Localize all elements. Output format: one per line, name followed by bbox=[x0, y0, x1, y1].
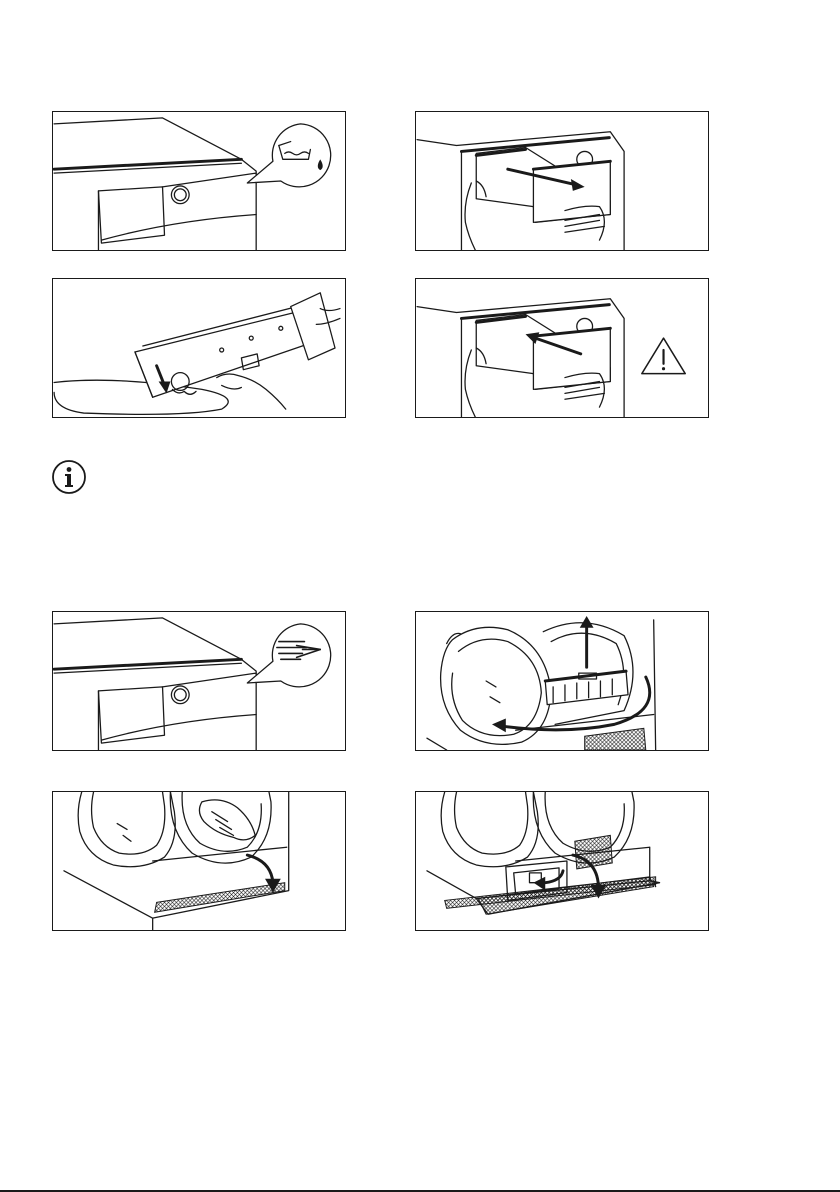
figure-check-filter bbox=[52, 611, 346, 751]
figure-remove-water-container bbox=[415, 111, 709, 251]
filter-clean-icon bbox=[247, 624, 330, 687]
info-icon bbox=[51, 459, 87, 495]
water-container-icon bbox=[247, 124, 330, 187]
warning-triangle-icon bbox=[642, 338, 685, 373]
figure-insert-water-container bbox=[415, 278, 709, 418]
figure-empty-water-container bbox=[52, 278, 346, 418]
figure-remove-filter bbox=[415, 611, 709, 751]
figure-unlock-condenser bbox=[415, 791, 709, 931]
filter-cartridge bbox=[545, 671, 628, 705]
figure-check-water-container bbox=[52, 111, 346, 251]
figure-open-flap bbox=[52, 791, 346, 931]
